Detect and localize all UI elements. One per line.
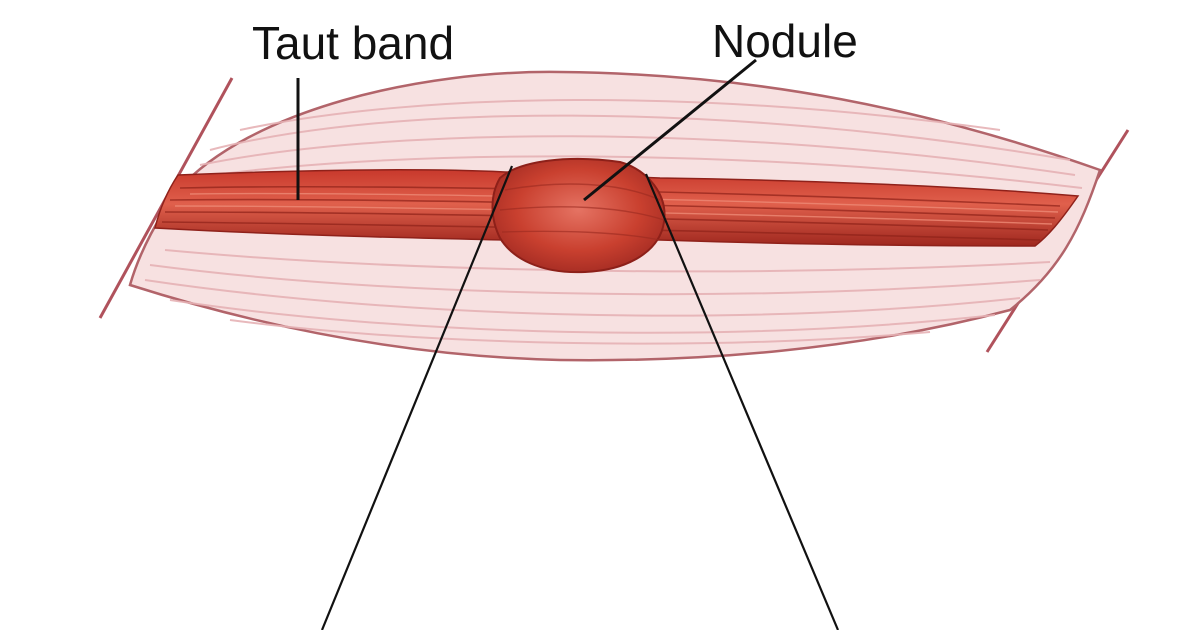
nodule-striations — [499, 183, 665, 241]
nodule — [491, 158, 666, 274]
zoom-left-line — [320, 165, 514, 631]
nodule-leader-line — [583, 58, 757, 202]
zoom-right-line — [644, 173, 840, 631]
muscle-fibers — [144, 99, 1083, 345]
taut-band-label: Taut band — [252, 17, 455, 69]
nodule-label: Nodule — [712, 15, 858, 67]
